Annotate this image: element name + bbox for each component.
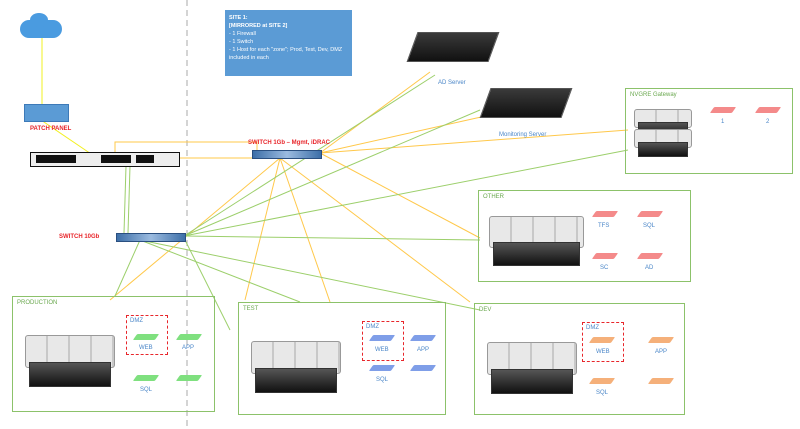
dmz-boundary: DMZ [126, 315, 168, 355]
vm-icon[interactable] [175, 375, 203, 381]
data-links [114, 74, 629, 331]
vm-label: WEB [139, 345, 153, 351]
zone-other: OTHER TFS SQL SC AD [478, 190, 691, 282]
vm-icon[interactable] [175, 334, 203, 340]
ad-server-icon[interactable] [406, 32, 500, 62]
site-note-line: - 1 Firewall [229, 31, 256, 37]
monitoring-server-icon[interactable] [479, 88, 573, 118]
vm-label: SQL [596, 390, 609, 396]
vm-icon[interactable] [647, 337, 675, 343]
vm-icon[interactable] [754, 107, 782, 113]
vm-icon[interactable] [132, 375, 160, 381]
site-note-subtitle: [MIRRORED at SITE 2] [229, 23, 288, 29]
dmz-label: DMZ [586, 325, 599, 331]
cloud-icon [20, 20, 62, 38]
vm-icon[interactable] [647, 378, 675, 384]
vm-icon[interactable] [636, 253, 664, 259]
switch-1gb-label: SWITCH 1Gb – Mgmt, iDRAC [248, 140, 330, 146]
host-icon [25, 335, 115, 387]
vm-icon[interactable] [591, 253, 619, 259]
site-note-title: SITE 1: [229, 15, 248, 21]
host-icon [634, 129, 692, 157]
vm-icon[interactable] [591, 211, 619, 217]
vm-icon[interactable] [409, 365, 437, 371]
vm-label: SQL [140, 387, 153, 393]
dmz-boundary: DMZ [582, 322, 624, 362]
vm-icon[interactable] [409, 335, 437, 341]
vm-icon[interactable] [588, 337, 616, 343]
switch-10gb[interactable] [116, 233, 186, 242]
mgmt-links [109, 71, 629, 303]
vm-label: AD [645, 265, 654, 271]
vm-label: WEB [596, 349, 610, 355]
vm-label: SQL [376, 377, 389, 383]
vm-icon[interactable] [368, 335, 396, 341]
vm-icon[interactable] [636, 211, 664, 217]
zone-title: NVGRE Gateway [630, 92, 677, 98]
site-note-line: - 1 Host for each "zone"; Prod, Test, De… [229, 47, 343, 61]
cloud-icon-top [30, 13, 48, 27]
host-icon [251, 341, 341, 393]
vm-label: SC [600, 265, 609, 271]
zone-dev: DEV DMZ WEB APP SQL [474, 303, 685, 415]
zone-production: PRODUCTION DMZ WEB APP SQL [12, 296, 215, 412]
vm-label: APP [182, 345, 195, 351]
switch-1gb[interactable] [252, 150, 322, 159]
vm-icon[interactable] [132, 334, 160, 340]
monitoring-server-label: Monitoring Server [499, 132, 547, 138]
vm-icon[interactable] [368, 365, 396, 371]
ad-server-label: AD Server [438, 80, 466, 86]
firewall[interactable] [30, 152, 180, 167]
zone-title: DEV [479, 307, 492, 313]
host-icon [487, 342, 577, 394]
vm-label: APP [417, 347, 430, 353]
zone-title: TEST [243, 306, 259, 312]
dmz-label: DMZ [130, 318, 143, 324]
patch-panel-icon [24, 104, 69, 122]
site-note-line: - 1 Switch [229, 39, 254, 45]
zone-nvgre: NVGRE Gateway 1 2 [625, 88, 793, 174]
vm-label: APP [655, 349, 668, 355]
zone-title: PRODUCTION [17, 300, 58, 306]
vm-label: SQL [643, 223, 656, 229]
dmz-label: DMZ [366, 324, 379, 330]
dmz-boundary: DMZ [362, 321, 404, 361]
vm-icon[interactable] [709, 107, 737, 113]
vm-label: TFS [598, 223, 610, 229]
vm-icon[interactable] [588, 378, 616, 384]
vm-label: 1 [721, 119, 725, 125]
host-icon [489, 216, 584, 266]
site-note: SITE 1: [MIRRORED at SITE 2] - 1 Firewal… [225, 10, 352, 76]
vm-label: WEB [375, 347, 389, 353]
zone-title: OTHER [483, 194, 504, 200]
switch-10gb-label: SWITCH 10Gb [59, 234, 100, 240]
patch-panel-label: PATCH PANEL [30, 126, 72, 132]
vm-label: 2 [766, 119, 770, 125]
zone-test: TEST DMZ WEB APP SQL [238, 302, 446, 415]
